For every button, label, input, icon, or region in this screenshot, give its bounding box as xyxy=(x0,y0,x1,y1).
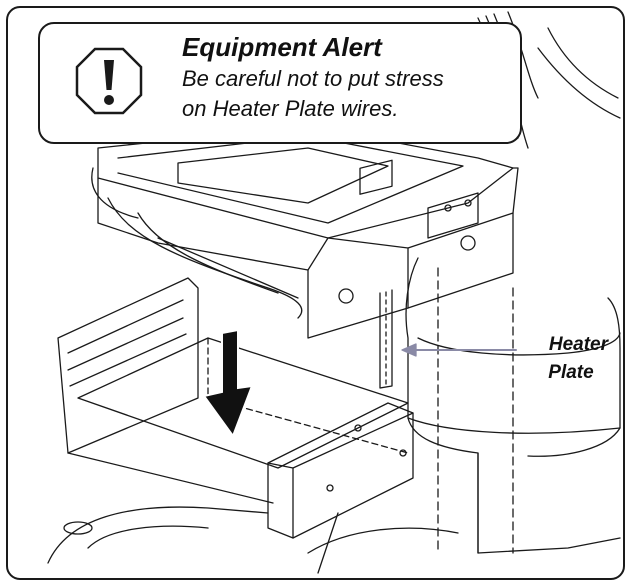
alert-message-line-2: on Heater Plate wires. xyxy=(182,96,399,121)
down-arrow-icon xyxy=(202,328,254,439)
bed-side-panel xyxy=(307,237,409,339)
tray-front-wall xyxy=(267,402,414,539)
tray-floor xyxy=(77,337,409,469)
callout-arrow-head xyxy=(401,343,417,357)
equipment-alert-box: Equipment Alert Be careful not to put st… xyxy=(38,22,522,144)
base-column xyxy=(405,257,479,554)
heater-plate-label-line-2: Plate xyxy=(548,362,594,383)
diagram-frame: Equipment Alert Be careful not to put st… xyxy=(6,6,625,580)
heater-plate-label-line-1: Heater xyxy=(548,334,608,355)
alert-message-line-1: Be careful not to put stress xyxy=(182,66,444,91)
heater-plate xyxy=(379,289,393,389)
base-foot xyxy=(47,506,269,564)
equipment-line-drawing xyxy=(47,11,621,574)
alert-title: Equipment Alert xyxy=(182,32,382,62)
warning-octagon-icon xyxy=(75,47,143,115)
